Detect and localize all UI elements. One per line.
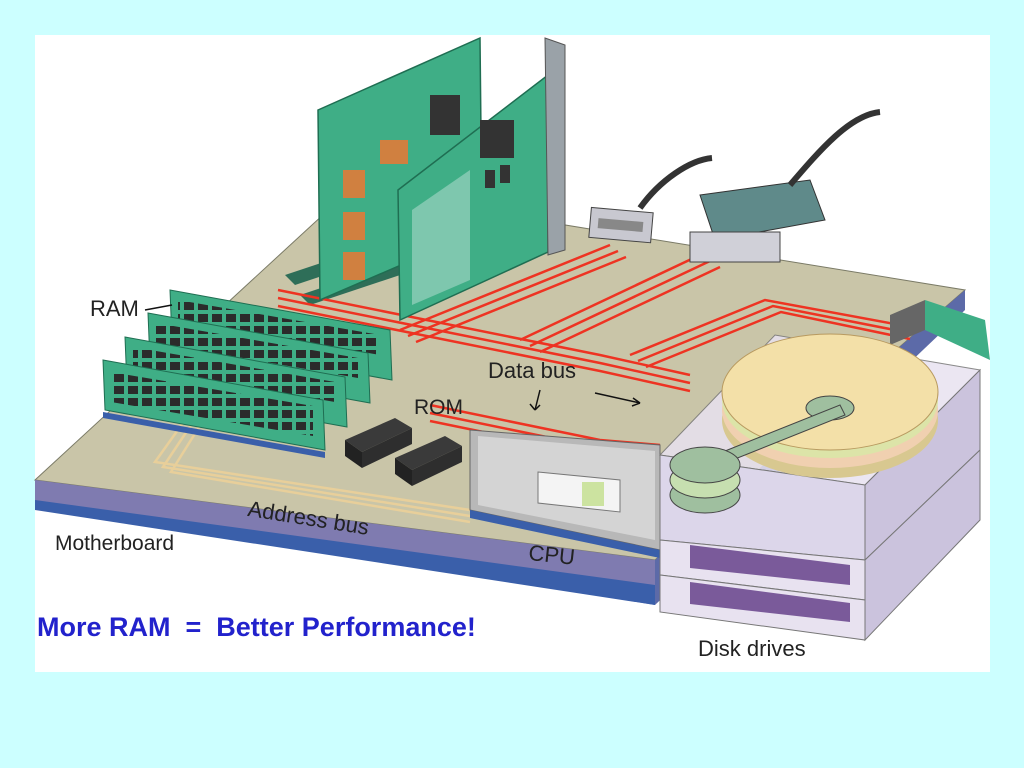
io-connectors (588, 109, 990, 360)
label-disk-drives: Disk drives (698, 636, 806, 661)
label-pointers (144, 304, 641, 411)
label-data-bus: Data bus (488, 358, 577, 383)
address-bus-traces (152, 419, 471, 524)
label-rom: ROM (414, 396, 463, 419)
rom-chips (345, 418, 462, 486)
label-ram: RAM (90, 296, 139, 321)
label-cpu: CPU (527, 540, 577, 570)
disk-drive-unit (658, 333, 982, 642)
cpu-module (469, 429, 661, 558)
caption-text: More RAM = Better Performance! (37, 612, 476, 642)
ram-modules (102, 289, 393, 458)
label-motherboard: Motherboard (55, 532, 175, 555)
expansion-card-2 (397, 37, 566, 322)
